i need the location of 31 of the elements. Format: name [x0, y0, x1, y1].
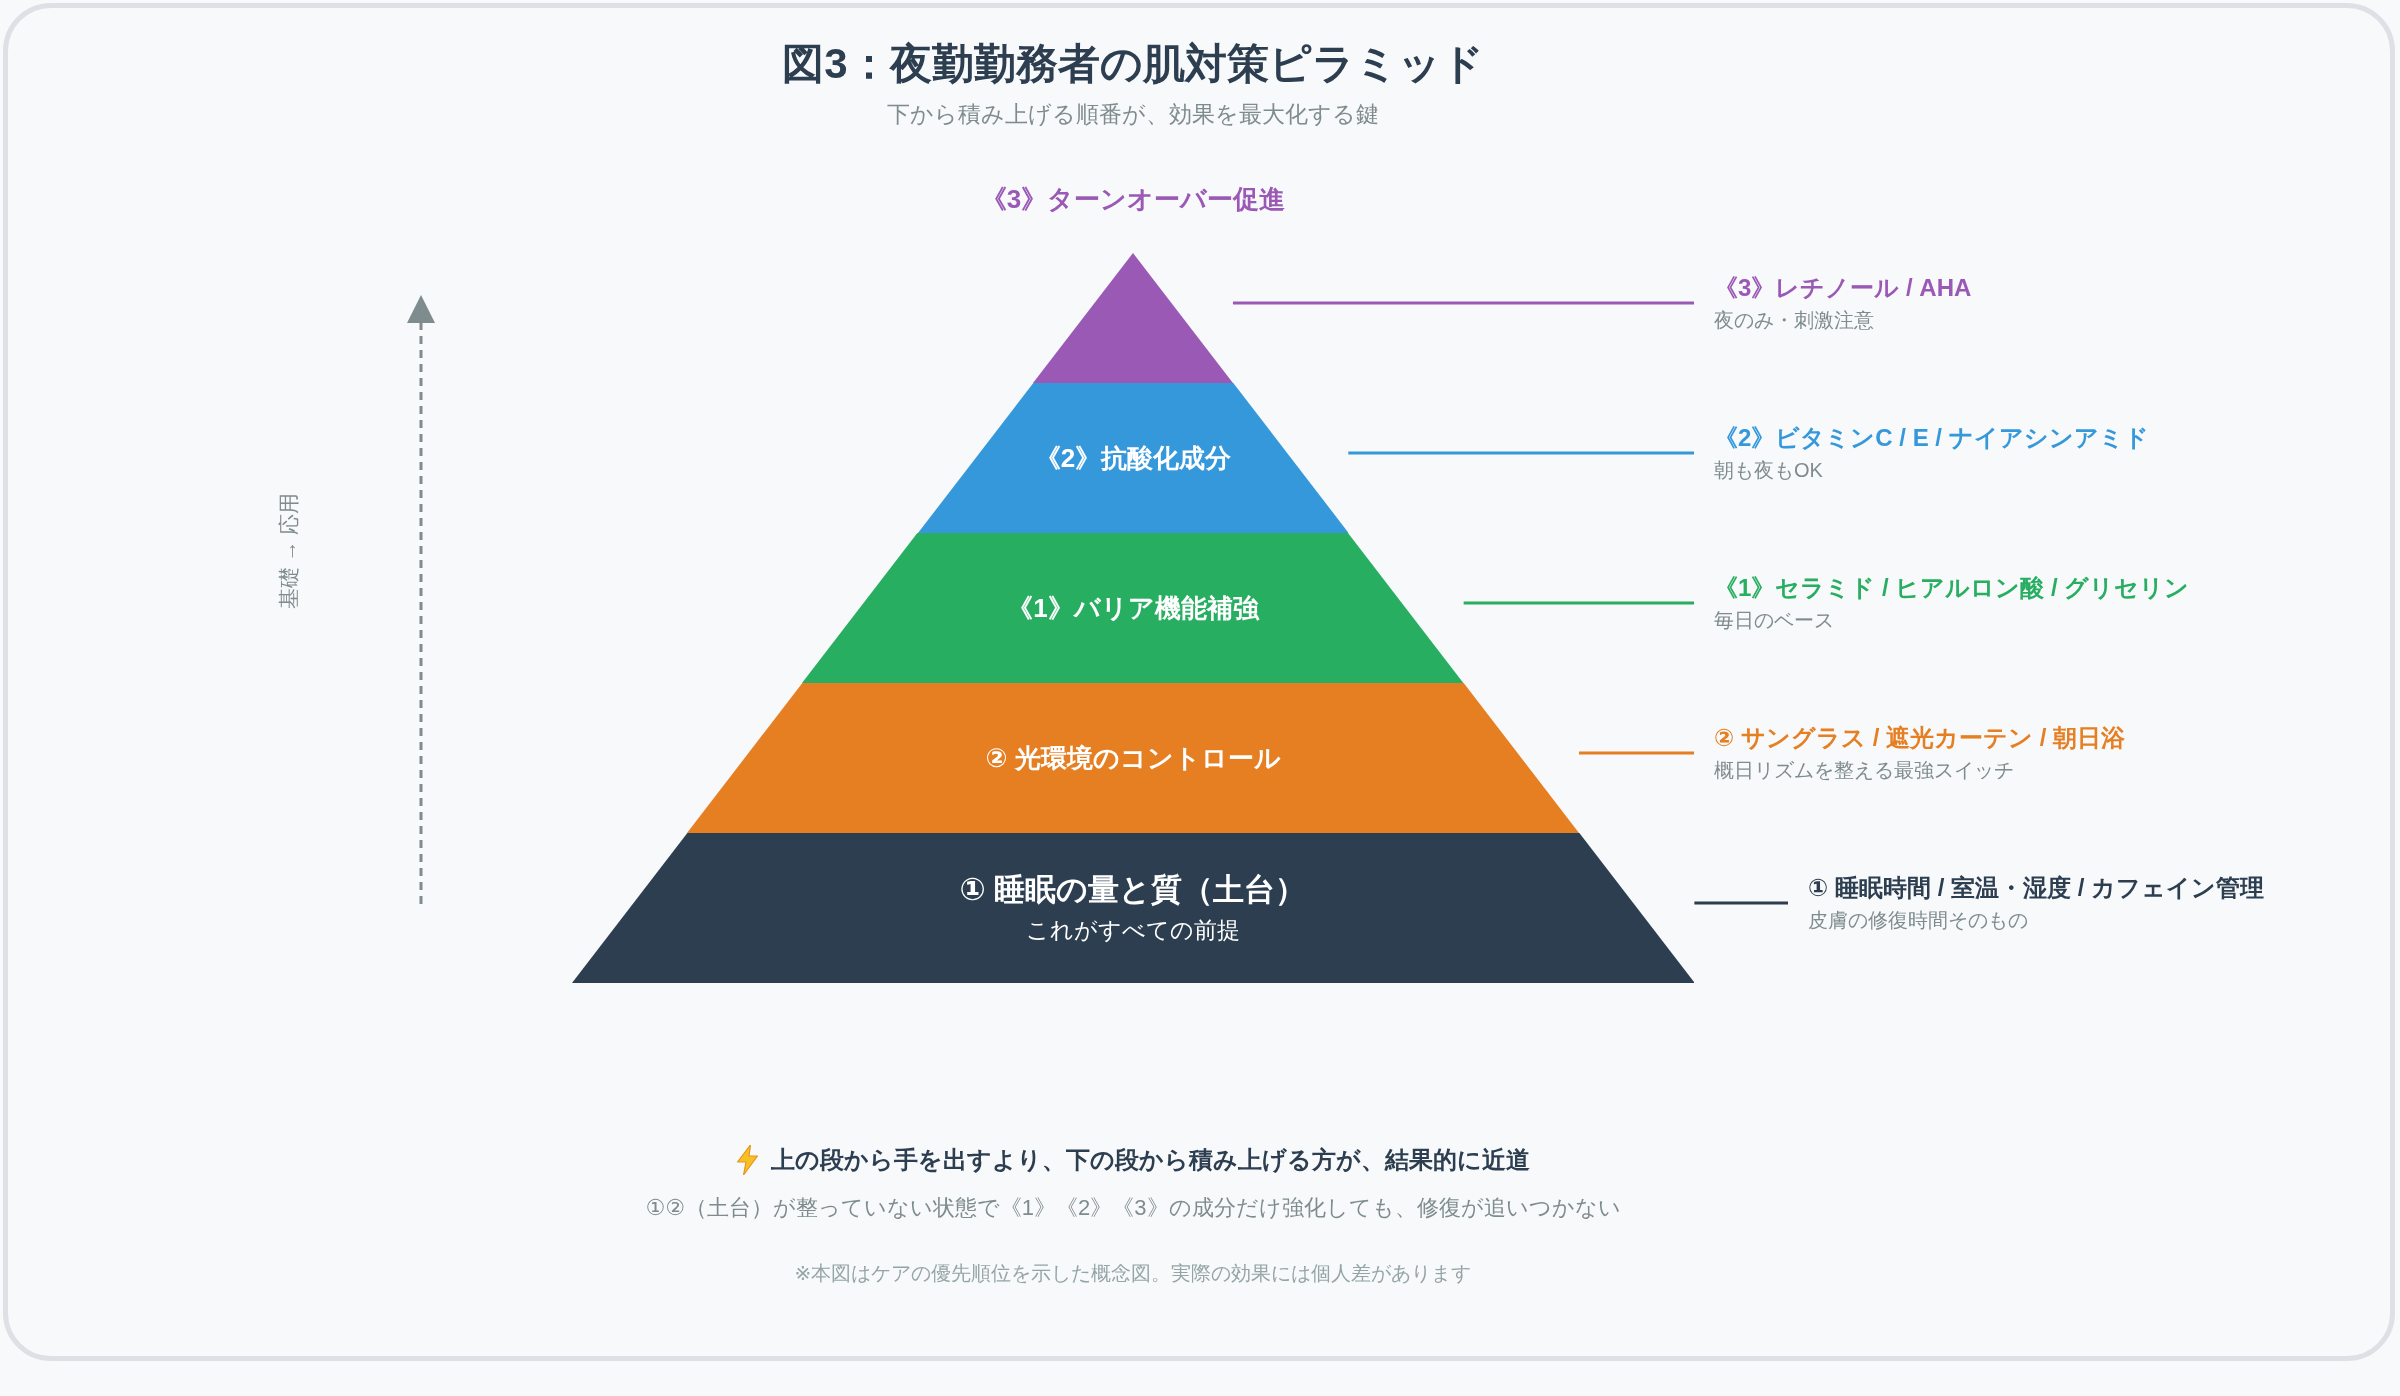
callout-title: ① 睡眠時間 / 室温・湿度 / カフェイン管理 — [1808, 873, 2264, 903]
subtitle: 下から積み上げる順番が、効果を最大化する鍵 — [887, 101, 1379, 129]
tier-subtitle: これがすべての前提 — [1026, 916, 1240, 945]
footnote: ※本図はケアの優先順位を示した概念図。実際の効果には個人差があります — [794, 1260, 1472, 1286]
callout-note: 朝も夜もOK — [1714, 458, 1823, 483]
tier-label: ① 睡眠の量と質（土台） — [959, 871, 1307, 910]
leader-line — [1232, 301, 1694, 305]
explanation-text: ①②（土台）が整っていない状態で《1》《2》《3》の成分だけ強化しても、修復が追いつかない — [645, 1194, 1621, 1222]
callout-title: 《3》レチノール / AHA — [1714, 273, 1972, 303]
callout-title: ② サングラス / 遮光カーテン / 朝日浴 — [1714, 723, 2125, 753]
title: 図3：夜勤勤務者の肌対策ピラミッド — [782, 38, 1484, 89]
tier-label: 《2》抗酸化成分 — [1034, 441, 1232, 475]
pyramid-tier — [571, 833, 1695, 983]
tier-label: ② 光環境のコントロール — [985, 741, 1281, 775]
callout-title: 《2》ビタミンC / E / ナイアシンアミド — [1714, 423, 2149, 453]
tier-heading: 《3》ターンオーバー促進 — [980, 183, 1286, 216]
pyramid-tier — [802, 533, 1464, 683]
pyramid-tier — [686, 683, 1579, 833]
pyramid-tier — [917, 383, 1349, 533]
leader-line — [1348, 451, 1694, 455]
callout-note: 夜のみ・刺激注意 — [1714, 308, 1874, 333]
callout-title: 《1》セラミド / ヒアルロン酸 / グリセリン — [1714, 573, 2190, 603]
callout-note: 毎日のベース — [1714, 608, 1834, 633]
leader-line — [1694, 901, 1788, 905]
callout-note: 概日リズムを整える最強スイッチ — [1714, 758, 2014, 783]
leader-line — [1463, 601, 1694, 605]
callout-note: 皮膚の修復時間そのもの — [1808, 908, 2028, 933]
leader-line — [1579, 751, 1694, 755]
summary-text: 上の段から手を出すより、下の段から積み上げる方が、結果的に近道 — [770, 1145, 1530, 1175]
tier-label: 《1》バリア機能補強 — [1007, 591, 1259, 625]
axis-label: 基礎 → 応用 — [276, 492, 302, 610]
